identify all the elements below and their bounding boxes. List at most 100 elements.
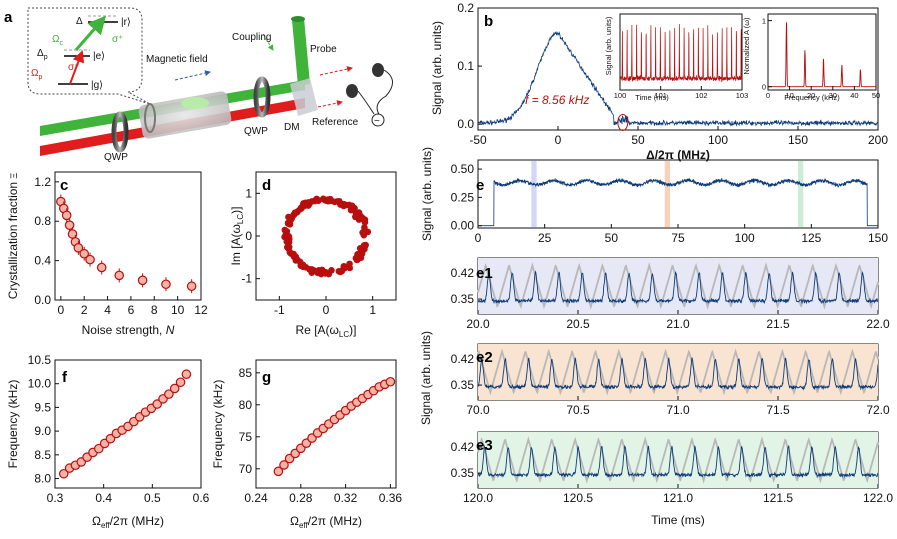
d-point xyxy=(356,215,364,223)
qwp-right xyxy=(253,76,271,118)
b-inset1-frame xyxy=(619,13,743,91)
g-point xyxy=(279,460,289,470)
e1-xtick-label: 21.5 xyxy=(766,317,790,331)
d-point xyxy=(311,197,319,205)
b-inset2-xtick-label: 0 xyxy=(766,91,770,100)
c-ytick-label: 0.8 xyxy=(34,214,51,228)
panel-d-frame xyxy=(255,171,397,301)
b-ytick-label: 0.1 xyxy=(457,59,474,73)
e1-ytick-label: 0.42 xyxy=(451,266,475,280)
level-e-label: |e⟩ xyxy=(93,51,105,62)
b-inset2-xlabel: Frequency (kHz) xyxy=(784,93,840,102)
d-ytick-label: -1 xyxy=(241,272,252,286)
e-xtick-label: 0 xyxy=(475,231,482,245)
d-point xyxy=(291,210,298,218)
coupling-label: Coupling xyxy=(232,32,271,43)
f-ytick-label: 9.5 xyxy=(34,400,51,414)
g-xtick-label: 0.36 xyxy=(379,491,403,505)
e2-xtick-label: 70.0 xyxy=(466,403,490,417)
g-ytick-label: 80 xyxy=(239,398,253,412)
glow xyxy=(181,97,209,109)
e-signal-trace xyxy=(478,177,878,227)
b-inset2-ytick-label: 1 xyxy=(762,17,766,26)
b-oscillation-marker xyxy=(617,113,629,131)
b-signal-trace xyxy=(477,31,879,127)
panel-letter-a: a xyxy=(4,9,13,26)
c-xtick-label: 6 xyxy=(128,303,135,317)
d-point xyxy=(299,261,307,269)
b-inset2-trace xyxy=(768,22,876,88)
e1-xtick-label: 21.0 xyxy=(666,317,690,331)
b-frequency-annotation: f = 8.56 kHz xyxy=(525,93,589,107)
panel-letter-d: d xyxy=(262,177,271,194)
e3-xtick-label: 121.0 xyxy=(663,491,693,505)
e2-ytick-label: 0.35 xyxy=(451,378,475,392)
e2-xtick-label: 71.0 xyxy=(666,403,690,417)
f-ylabel: Frequency (kHz) xyxy=(6,380,20,469)
f-point xyxy=(152,399,162,409)
c-point xyxy=(64,220,75,230)
c-xtick-label: 12 xyxy=(194,303,208,317)
b-inset2-xtick-label: 20 xyxy=(807,91,815,100)
coupling-transition-arrow xyxy=(74,15,106,51)
panel-g-frame xyxy=(255,359,397,489)
d-point xyxy=(328,266,335,274)
e-ytick-label: 0.00 xyxy=(451,219,475,233)
d-ytick-label: 1 xyxy=(245,186,252,200)
panel-letter-e: e xyxy=(476,177,484,194)
g-ylabel: Frequency (kHz) xyxy=(211,380,225,469)
d-point xyxy=(297,204,305,212)
dm-label: DM xyxy=(284,122,300,133)
e1-xtick-label: 22.0 xyxy=(866,317,890,331)
b-ytick-label: 0.2 xyxy=(457,1,474,15)
e-xtick-label: 150 xyxy=(868,231,888,245)
qwp-left-label: QWP xyxy=(104,152,128,163)
b-inset2-frame xyxy=(767,13,877,91)
d-point xyxy=(336,268,344,276)
f-point xyxy=(169,383,180,394)
f-point xyxy=(94,443,104,454)
delta-label: Δ xyxy=(76,16,83,27)
e3-xtick-label: 120.0 xyxy=(463,491,493,505)
c-ytick-label: 0.4 xyxy=(34,254,51,268)
qwp-left xyxy=(111,111,129,153)
d-point xyxy=(341,264,348,272)
e1-xtick-label: 20.0 xyxy=(466,317,490,331)
f-xtick-label: 0.5 xyxy=(144,491,161,505)
b-inset1-xtick-label: 103 xyxy=(736,91,749,100)
e-ytick-label: 0.50 xyxy=(451,162,475,176)
c-point xyxy=(79,248,89,259)
d-point xyxy=(350,206,357,214)
c-xtick-label: 4 xyxy=(104,303,111,317)
b-inset1-ylabel: Signal (arb. units) xyxy=(604,16,613,75)
b-inset2-xtick-label: 40 xyxy=(850,91,858,100)
c-xtick-label: 8 xyxy=(151,303,158,317)
b-ylabel: Signal (arb. units) xyxy=(430,21,444,115)
e3-background xyxy=(478,432,878,488)
d-point xyxy=(287,216,295,224)
b-xtick-label: 200 xyxy=(868,133,888,147)
e3-ytick-label: 0.35 xyxy=(451,466,475,480)
f-ytick-label: 9.0 xyxy=(34,424,51,438)
g-point xyxy=(273,466,284,477)
c-point xyxy=(96,262,107,273)
b-ytick-label: 0.0 xyxy=(457,117,474,131)
panel-letter-f: f xyxy=(62,369,68,386)
e2-reference-trace xyxy=(477,348,879,396)
e2-signal-trace xyxy=(477,357,879,391)
b-xtick-label: -50 xyxy=(469,133,487,147)
d-xtick-label: -1 xyxy=(274,303,285,317)
e3-xtick-label: 121.5 xyxy=(763,491,793,505)
c-point xyxy=(161,279,171,290)
level-r-label: |r⟩ xyxy=(121,17,131,28)
c-xtick-label: 2 xyxy=(81,303,88,317)
b-inset2-ytick-label: 0 xyxy=(762,83,766,92)
b-inset1-xtick-label: 101 xyxy=(654,91,667,100)
e-ytick-label: 0.25 xyxy=(451,190,475,204)
b-xtick-label: 100 xyxy=(708,133,728,147)
b-inset1-xtick-label: 100 xyxy=(614,91,627,100)
